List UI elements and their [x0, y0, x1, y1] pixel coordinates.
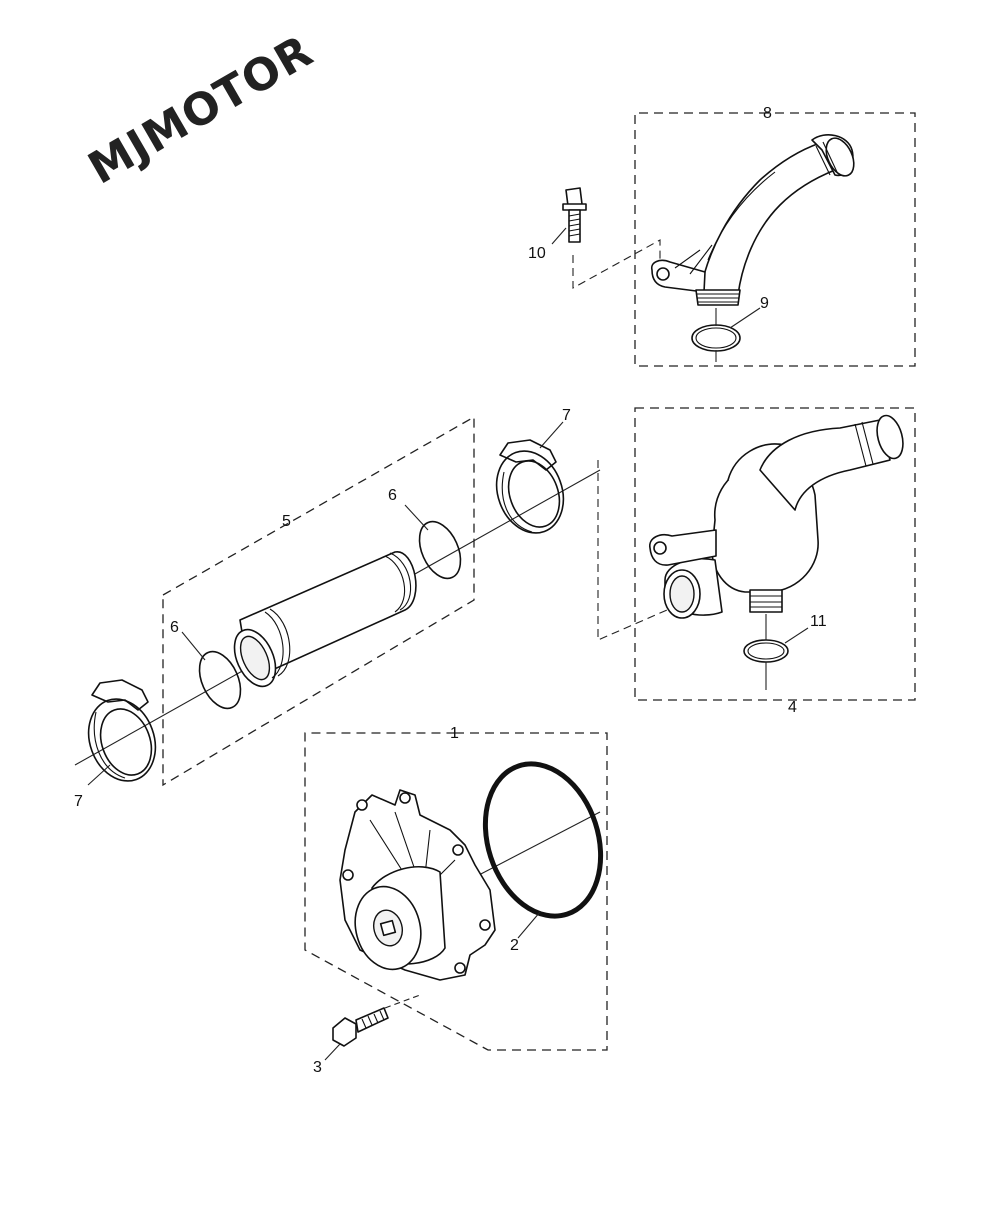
o-ring-inner	[695, 327, 737, 349]
coolant-pipe-icon	[233, 551, 417, 688]
brand-logo: MJMOTOR	[80, 26, 322, 195]
o-ring-icon	[418, 520, 462, 580]
water-pump-icon	[339, 789, 496, 981]
group-coolant-pipe	[74, 415, 601, 787]
group-1-boundary	[304, 732, 608, 1051]
callout-1: 1	[450, 725, 459, 742]
callout-5: 5	[282, 513, 291, 530]
callout-3: 3	[313, 1059, 322, 1076]
group-8-boundary	[634, 112, 916, 367]
group-thermostat-housing	[597, 407, 916, 701]
leader-3	[324, 1043, 341, 1061]
callout-6a: 6	[170, 619, 179, 636]
leader-10	[551, 227, 567, 245]
o-ring-inner	[747, 642, 785, 660]
leader-11	[784, 627, 809, 644]
group-5-boundary	[162, 415, 475, 787]
outlet-elbow-icon	[650, 134, 855, 306]
leader-9	[729, 307, 761, 329]
callout-8: 8	[763, 105, 772, 122]
callout-6b: 6	[388, 487, 397, 504]
leader-3-dash	[384, 994, 421, 1009]
callout-7b: 7	[562, 407, 571, 424]
leader-2	[517, 911, 541, 939]
callout-9: 9	[760, 295, 769, 312]
leader-6a	[181, 631, 206, 661]
callout-4: 4	[788, 699, 797, 716]
callout-7a: 7	[74, 793, 83, 810]
brand-logo-text: MJMOTOR	[80, 26, 322, 195]
callout-10: 10	[528, 245, 546, 262]
o-ring-icon	[198, 650, 242, 710]
group-4-boundary	[634, 407, 916, 701]
group-outlet-elbow	[551, 112, 916, 367]
bolt-icon	[562, 187, 587, 243]
callout-11: 11	[810, 613, 827, 630]
leader-7b-dash	[597, 460, 691, 641]
bolt-icon	[332, 1007, 389, 1047]
inlet-port	[876, 414, 904, 460]
hose-clamp-icon	[495, 439, 565, 534]
leader-10-dash	[572, 239, 661, 289]
leader-7a	[87, 764, 111, 786]
o-ring-icon	[482, 761, 604, 919]
hose-clamp-icon	[87, 679, 157, 782]
leader-6b	[404, 504, 429, 531]
thermostat-housing-icon	[649, 414, 904, 619]
group-water-pump	[304, 732, 608, 1061]
o-ring-icon	[691, 324, 741, 352]
leader-7b	[539, 421, 564, 449]
callout-2: 2	[510, 937, 519, 954]
